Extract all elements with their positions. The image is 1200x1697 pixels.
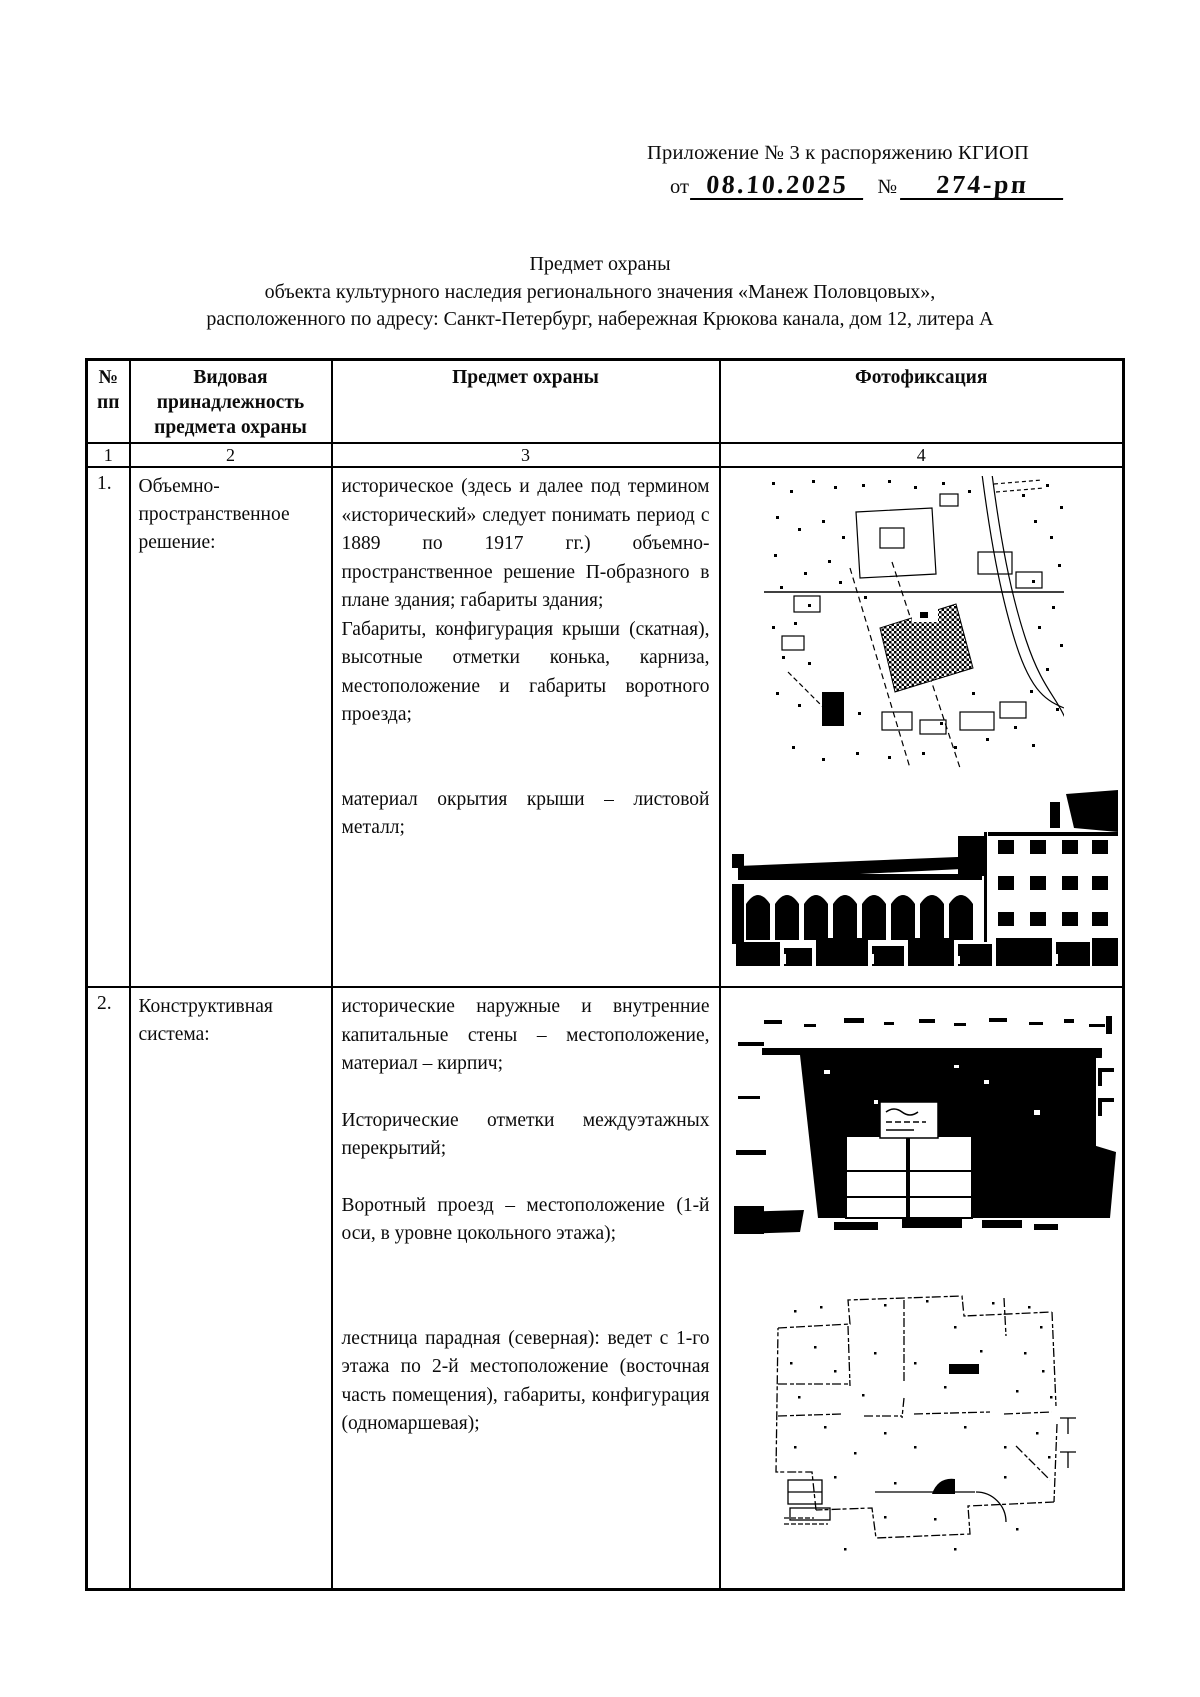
row-number: 1.: [85, 466, 131, 988]
appendix-line-2: от 08.10.2025 № 274-рп: [612, 170, 1065, 200]
gate-passage-photo-image: [733, 1016, 1120, 1234]
subject-paragraph: историческое (здесь и далее под термином…: [341, 476, 710, 611]
table-row: 2. Конструктивная система: исторические …: [85, 986, 1125, 1590]
column-header-photo: Фотофиксация: [718, 358, 1125, 444]
row-number: 2.: [85, 986, 131, 1590]
number-sign: №: [877, 176, 898, 198]
title-line-1: Предмет охраны: [529, 253, 671, 275]
subject-paragraph: Воротный проезд – местоположение (1-й ос…: [341, 1194, 710, 1245]
row-subject-text: историческое (здесь и далее под термином…: [330, 466, 721, 988]
site-plan-map-image: [763, 476, 1064, 768]
column-header-category: Видовая принадлежность предмета охраны: [128, 358, 333, 444]
column-number-2: 2: [128, 442, 333, 468]
subject-paragraph: исторические наружные и внутренние капит…: [341, 996, 710, 1074]
protection-table: № пп Видовая принадлежность предмета охр…: [85, 358, 1125, 1591]
subject-paragraph: Исторические отметки междуэтажных перекр…: [341, 1109, 710, 1160]
handwritten-number: 274-рп: [900, 170, 1065, 200]
column-header-subject: Предмет охраны: [330, 358, 721, 444]
table-header-row: № пп Видовая принадлежность предмета охр…: [85, 358, 1125, 444]
appendix-header: Приложение № 3 к распоряжению КГИОП от 0…: [612, 142, 1065, 200]
floor-plan-image: [774, 1295, 1076, 1551]
column-header-npp: № пп: [85, 358, 131, 444]
building-arcade-photo-image: [731, 790, 1118, 966]
document-title: Предмет охраны объекта культурного насле…: [0, 251, 1200, 334]
row-category: Конструктивная система:: [128, 986, 333, 1590]
from-label: от: [670, 176, 689, 198]
handwritten-date: 08.10.2025: [689, 170, 865, 200]
row-photo-cell: [718, 466, 1125, 988]
appendix-line-1: Приложение № 3 к распоряжению КГИОП: [647, 142, 1029, 164]
row-photo-cell: [718, 986, 1125, 1590]
table-row: 1. Объемно-пространственное решение: ист…: [85, 466, 1125, 988]
title-line-2: объекта культурного наследия регионально…: [264, 280, 936, 303]
subject-paragraph: материал окрытия крыши – листовой металл…: [341, 788, 710, 839]
title-line-3: расположенного по адресу: Санкт-Петербур…: [206, 308, 994, 330]
row-category: Объемно-пространственное решение:: [128, 466, 333, 988]
row-subject-text: исторические наружные и внутренние капит…: [330, 986, 721, 1590]
subject-paragraph: лестница парадная (северная): ведет с 1-…: [341, 1327, 710, 1435]
column-number-1: 1: [85, 442, 131, 468]
column-number-row: 1 2 3 4: [85, 442, 1125, 468]
subject-paragraph: Габариты, конфигурация крыши (скатная), …: [341, 618, 710, 726]
column-number-4: 4: [718, 442, 1125, 468]
column-number-3: 3: [330, 442, 721, 468]
